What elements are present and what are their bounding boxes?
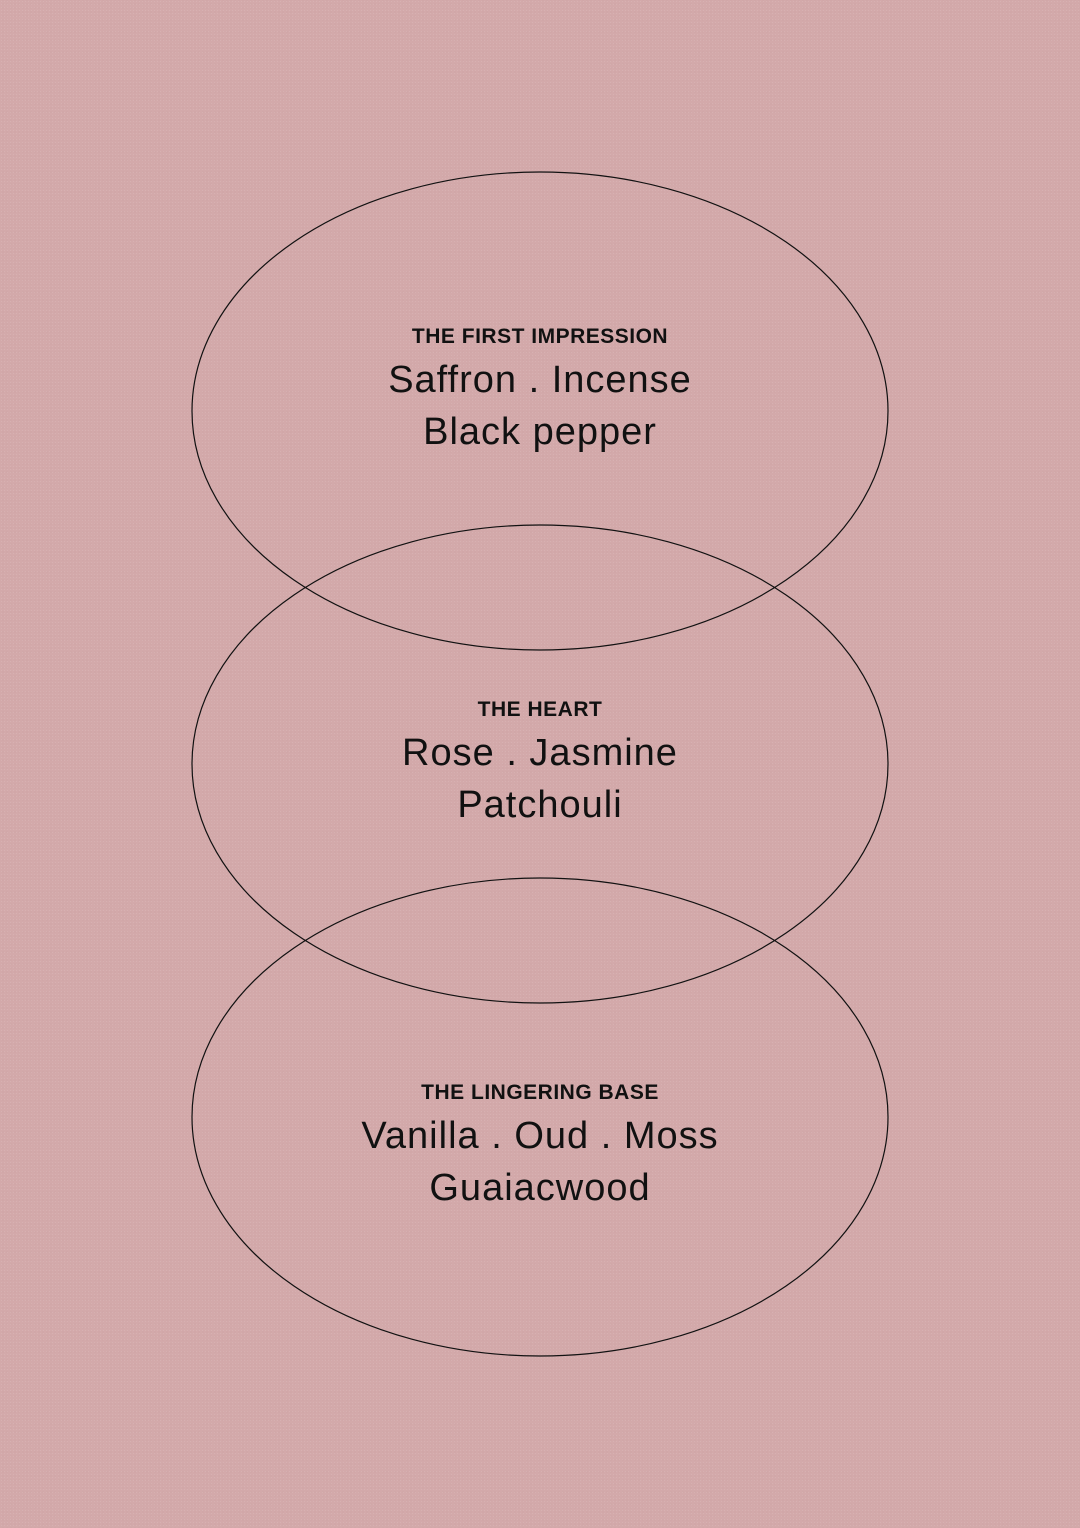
tier-notes-line1: Saffron . Incense [388, 359, 692, 401]
ellipse-bottom [191, 877, 889, 1357]
tier-notes-line1: Vanilla . Oud . Moss [361, 1115, 719, 1157]
tier-heart-notes: THE HEART Rose . Jasmine Patchouli [0, 697, 1080, 831]
tier-notes-line1: Rose . Jasmine [402, 732, 678, 774]
tier-notes-line2: Guaiacwood [429, 1167, 651, 1209]
tier-heading: THE FIRST IMPRESSION [411, 325, 669, 348]
tier-base-notes: THE LINGERING BASE Vanilla . Oud . Moss … [0, 1080, 1080, 1214]
tier-top-notes: THE FIRST IMPRESSION Saffron . Incense B… [0, 324, 1080, 458]
tier-heading: THE HEART [477, 698, 603, 721]
tier-notes-line2: Patchouli [457, 784, 623, 826]
ellipse-top [191, 171, 889, 651]
tier-notes-line2: Black pepper [423, 411, 657, 453]
ellipse-middle [191, 524, 889, 1004]
tier-heading: THE LINGERING BASE [421, 1081, 659, 1104]
